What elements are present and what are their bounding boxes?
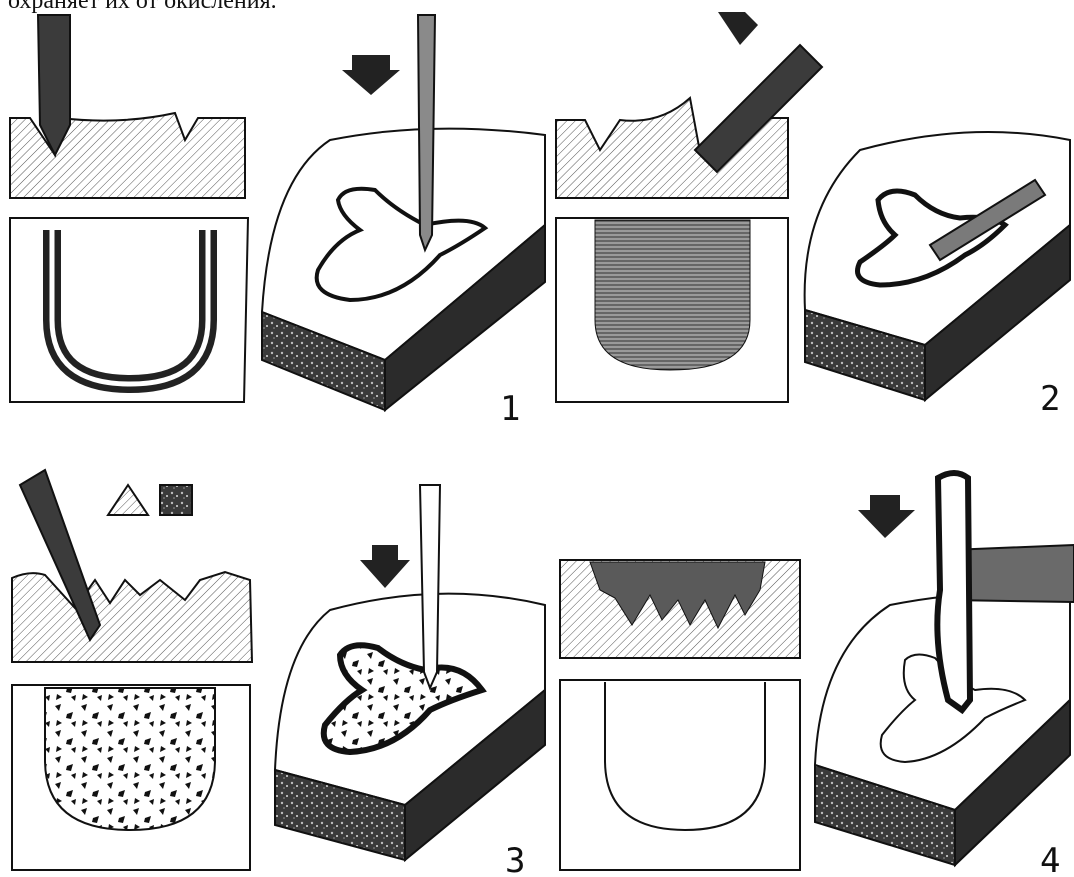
panel-3-arrow-icon [360, 545, 410, 588]
panel-2-shaded-groove [595, 220, 750, 370]
panel-3-square-icon [160, 485, 192, 515]
panel-1: 1 [10, 15, 545, 429]
panel-2-arrow-icon [718, 12, 758, 45]
panel-3-section-strip [12, 572, 252, 662]
panel-2: 2 [556, 12, 1070, 419]
panel-3-needle-tool [420, 485, 440, 688]
panel-1-u-groove [52, 230, 208, 384]
panel-1-needle-tool [418, 15, 435, 250]
panel-1-arrow-icon [342, 55, 400, 95]
panel-3: 3 [12, 470, 545, 877]
panel-3-number: 3 [505, 841, 525, 877]
panel-4-arrow-icon [858, 495, 915, 538]
panel-1-number: 1 [500, 389, 520, 429]
panel-4-u-outline [605, 682, 765, 830]
panel-3-triangle-icon [108, 485, 148, 515]
panel-4-number: 4 [1040, 841, 1060, 877]
panel-2-number: 2 [1040, 379, 1060, 419]
panel-4: 4 [560, 473, 1074, 877]
panel-1-graver-tool [38, 15, 70, 155]
panel-4-punch-tool [937, 473, 970, 710]
panel-3-textured-groove [45, 688, 215, 830]
